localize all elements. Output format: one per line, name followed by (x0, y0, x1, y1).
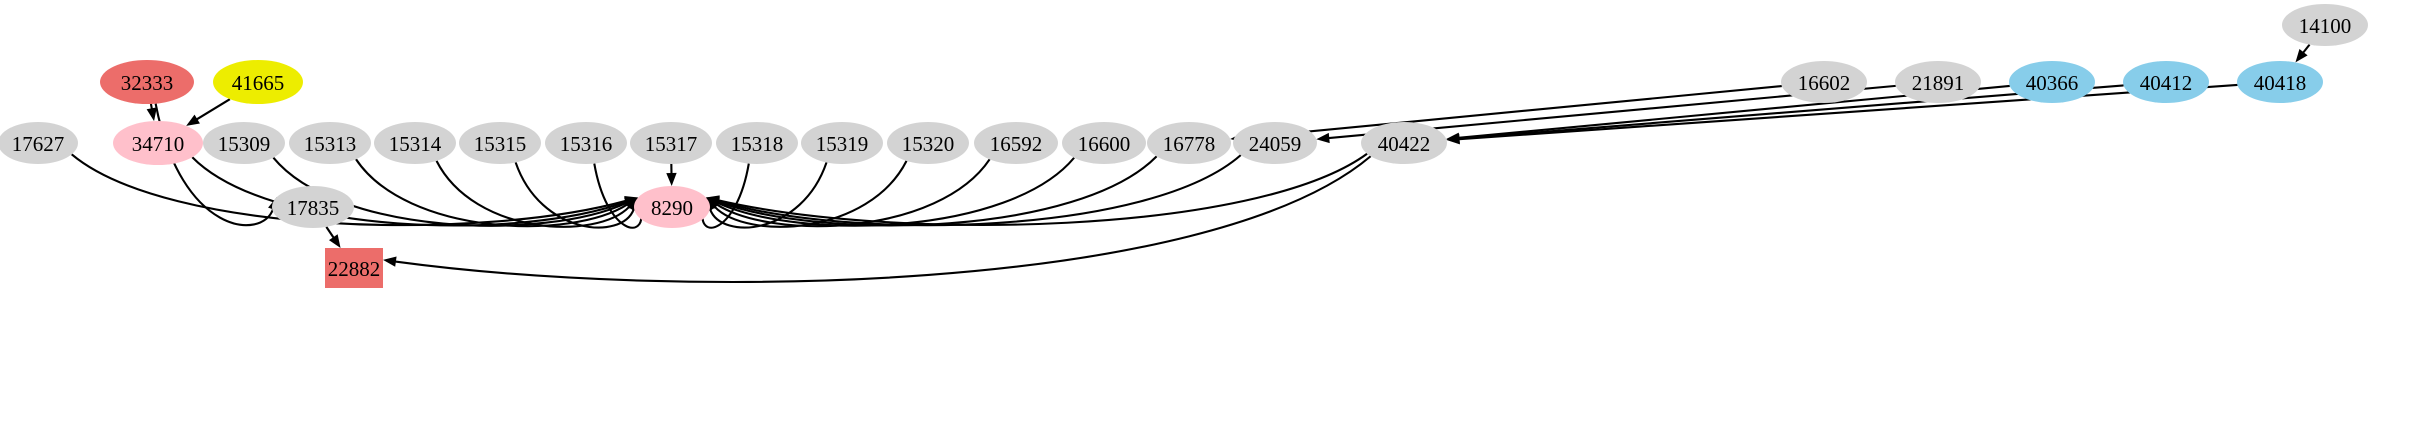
edge-14100-to-40418 (2295, 43, 2311, 63)
node-ellipse (974, 122, 1058, 164)
graph-node-22882[interactable]: 22882 (325, 248, 383, 288)
graph-node-15316[interactable]: 15316 (545, 122, 627, 164)
node-ellipse (1361, 122, 1447, 164)
graph-node-24059[interactable]: 24059 (1233, 122, 1317, 164)
edge-40422-to-22882 (383, 155, 1372, 284)
graph-node-16602[interactable]: 16602 (1781, 61, 1867, 103)
arrowhead (1446, 133, 1460, 145)
edge-15314-to-8290 (435, 160, 639, 228)
graph-node-16600[interactable]: 16600 (1062, 122, 1146, 164)
graph-node-17835[interactable]: 17835 (272, 186, 354, 228)
arrowhead (186, 114, 200, 126)
edge-32333-to-34710 (146, 103, 157, 122)
graph-node-40418[interactable]: 40418 (2237, 61, 2323, 103)
edge-41665-to-34710 (186, 98, 231, 126)
graph-node-15309[interactable]: 15309 (203, 122, 285, 164)
node-rect (325, 248, 383, 288)
arrowhead (146, 107, 157, 122)
node-ellipse (272, 186, 354, 228)
graph-node-15320[interactable]: 15320 (887, 122, 969, 164)
node-ellipse (459, 122, 541, 164)
graph-node-15313[interactable]: 15313 (289, 122, 371, 164)
graph-node-16592[interactable]: 16592 (974, 122, 1058, 164)
edge-17835-to-22882 (325, 226, 341, 248)
node-ellipse (887, 122, 969, 164)
arrowhead (328, 234, 341, 248)
graph-node-40366[interactable]: 40366 (2009, 61, 2095, 103)
node-ellipse (1233, 122, 1317, 164)
arrowhead (383, 256, 397, 267)
node-ellipse (1062, 122, 1146, 164)
graph-node-16778[interactable]: 16778 (1147, 122, 1231, 164)
node-ellipse (113, 121, 203, 165)
graph-node-15317[interactable]: 15317 (630, 122, 712, 164)
edge-40422-to-8290 (705, 152, 1368, 226)
node-ellipse (0, 122, 78, 164)
graph-node-15318[interactable]: 15318 (716, 122, 798, 164)
graph-node-41665[interactable]: 41665 (213, 60, 303, 104)
node-ellipse (203, 122, 285, 164)
graph-node-15319[interactable]: 15319 (801, 122, 883, 164)
graph-node-17627[interactable]: 17627 (0, 122, 78, 164)
node-ellipse (1895, 61, 1981, 103)
node-ellipse (716, 122, 798, 164)
node-ellipse (2282, 4, 2368, 46)
node-ellipse (1781, 61, 1867, 103)
arrowhead (625, 197, 639, 211)
node-ellipse (1147, 122, 1231, 164)
graph-node-15315[interactable]: 15315 (459, 122, 541, 164)
graph-node-21891[interactable]: 21891 (1895, 61, 1981, 103)
node-ellipse (634, 186, 710, 228)
node-ellipse (2123, 61, 2209, 103)
node-ellipse (374, 122, 456, 164)
edge-40418-to-40422 (1446, 83, 2238, 145)
graph-node-14100[interactable]: 14100 (2282, 4, 2368, 46)
graph-node-32333[interactable]: 32333 (100, 60, 194, 104)
node-ellipse (100, 60, 194, 104)
node-ellipse (2009, 61, 2095, 103)
node-ellipse (289, 122, 371, 164)
graph-node-8290[interactable]: 8290 (634, 186, 710, 228)
edge-15317-to-8290 (666, 163, 677, 187)
graph-node-34710[interactable]: 34710 (113, 121, 203, 165)
node-ellipse (2237, 61, 2323, 103)
arrowhead (705, 195, 720, 206)
node-ellipse (630, 122, 712, 164)
node-ellipse (801, 122, 883, 164)
graph-node-40412[interactable]: 40412 (2123, 61, 2209, 103)
arrowhead (2295, 48, 2308, 63)
graph-node-15314[interactable]: 15314 (374, 122, 456, 164)
node-ellipse (545, 122, 627, 164)
arrowhead (666, 172, 677, 187)
graph-node-40422[interactable]: 40422 (1361, 122, 1447, 164)
node-ellipse (213, 60, 303, 104)
arrowhead (1316, 132, 1330, 144)
